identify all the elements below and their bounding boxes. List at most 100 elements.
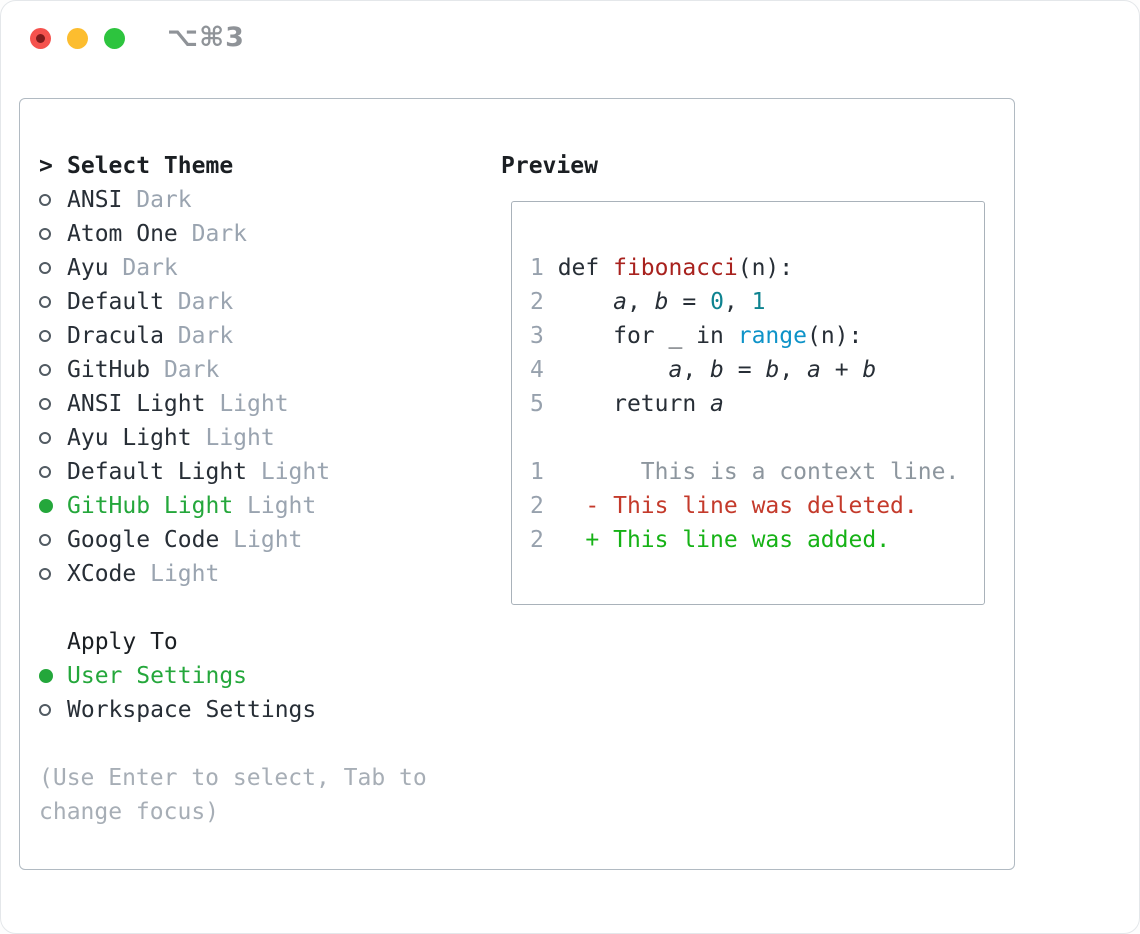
radio-icon xyxy=(39,262,51,274)
theme-variant-label: Dark xyxy=(163,357,220,383)
theme-variant-label: Light xyxy=(150,561,220,587)
radio-cell xyxy=(39,568,67,580)
radio-icon xyxy=(39,194,51,206)
select-theme-title: Select Theme xyxy=(67,153,234,179)
code-token: def xyxy=(557,255,614,281)
code-token: b xyxy=(862,357,877,383)
code-token xyxy=(544,489,586,523)
theme-option[interactable]: GitHub Dark xyxy=(39,353,427,387)
preview-code-line: 1 This is a context line. xyxy=(530,455,984,489)
hint-line-2: change focus) xyxy=(39,799,220,825)
apply-option[interactable]: Workspace Settings xyxy=(39,693,427,727)
code-token: 2 xyxy=(530,289,558,315)
code-token: = xyxy=(668,289,711,315)
theme-option-label: Google Code xyxy=(67,527,220,553)
theme-variant-label: Dark xyxy=(191,221,248,247)
theme-option-label: Ayu Light xyxy=(67,425,192,451)
code-token: 5 xyxy=(530,391,558,417)
theme-variant-label: Dark xyxy=(177,323,234,349)
apply-option-label: User Settings xyxy=(67,663,248,689)
radio-icon xyxy=(39,534,51,546)
close-button-icon[interactable] xyxy=(30,28,51,49)
code-token: b xyxy=(710,357,724,383)
apply-option[interactable]: User Settings xyxy=(39,659,427,693)
code-token: range xyxy=(737,323,807,349)
select-theme-header: > Select Theme xyxy=(39,149,427,183)
radio-cell xyxy=(39,330,67,342)
code-token: 1 xyxy=(751,289,766,315)
code-token: = xyxy=(723,357,766,383)
preview-code-line: 1 def fibonacci(n): xyxy=(530,251,984,285)
apply-to-title: Apply To xyxy=(67,629,178,655)
code-token: for _ in xyxy=(557,323,738,349)
preview-code-line: 5 return a xyxy=(530,387,984,421)
code-token: 1 xyxy=(530,255,558,281)
code-token: - This line was deleted. xyxy=(585,493,918,519)
code-token: 2 xyxy=(530,527,544,553)
code-token: b xyxy=(765,357,780,383)
theme-option-label: Default xyxy=(67,289,164,315)
radio-cell xyxy=(39,499,67,513)
code-token: b xyxy=(654,289,669,315)
code-token: This is a context line. xyxy=(640,459,960,485)
code-token: 2 xyxy=(530,493,544,519)
hint-line-1: (Use Enter to select, Tab to xyxy=(39,765,427,791)
code-token: , xyxy=(626,289,655,315)
title-bar: ⌥⌘3 xyxy=(1,1,1139,75)
zoom-button-icon[interactable] xyxy=(104,28,125,49)
theme-option-label: Atom One xyxy=(67,221,178,247)
minimize-button-icon[interactable] xyxy=(67,28,88,49)
theme-variant-label: Light xyxy=(247,493,317,519)
radio-cell xyxy=(39,296,67,308)
window-title: ⌥⌘3 xyxy=(167,22,245,53)
radio-icon xyxy=(39,466,51,478)
radio-icon xyxy=(39,398,51,410)
theme-variant-label: Light xyxy=(260,459,331,485)
code-token: , xyxy=(723,289,752,315)
radio-cell xyxy=(39,432,67,444)
radio-cell xyxy=(39,704,67,716)
radio-cell xyxy=(39,398,67,410)
code-token: return xyxy=(557,391,711,417)
radio-cell xyxy=(39,534,67,546)
theme-option[interactable]: Default Dark xyxy=(39,285,427,319)
spacer-row xyxy=(39,727,427,761)
code-token: (n): xyxy=(806,323,863,349)
code-token: (n): xyxy=(737,255,794,281)
code-token xyxy=(544,455,641,489)
preview-code-line: 2 a, b = 0, 1 xyxy=(530,285,984,319)
radio-cell xyxy=(39,364,67,376)
theme-option-label: GitHub xyxy=(67,357,151,383)
spacer-row xyxy=(39,591,427,625)
code-token: 4 xyxy=(530,357,558,383)
preview-code-line: 2 + This line was added. xyxy=(530,523,984,557)
radio-cell xyxy=(39,228,67,240)
focus-caret-icon: > xyxy=(39,153,53,179)
theme-option[interactable]: Atom One Dark xyxy=(39,217,427,251)
code-token: + This line was added. xyxy=(585,527,891,553)
code-token xyxy=(558,353,669,387)
code-token: , xyxy=(779,357,808,383)
radio-icon xyxy=(39,704,51,716)
apply-to-header: Apply To xyxy=(39,625,427,659)
preview-code-line: 3 for _ in range(n): xyxy=(530,319,984,353)
radio-cell xyxy=(39,262,67,274)
code-token: 1 xyxy=(530,459,544,485)
theme-variant-label: Dark xyxy=(177,289,234,315)
code-token xyxy=(544,523,586,557)
preview-code-line: 2 - This line was deleted. xyxy=(530,489,984,523)
radio-icon xyxy=(39,296,51,308)
radio-icon xyxy=(39,228,51,240)
code-token: 0 xyxy=(710,289,724,315)
